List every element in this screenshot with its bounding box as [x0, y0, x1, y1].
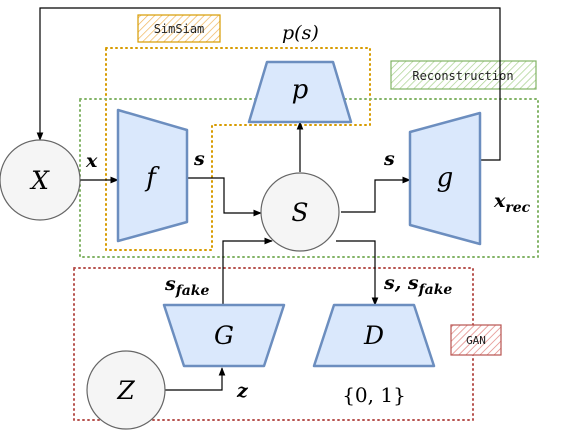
label-x-rec-main: x — [493, 190, 506, 212]
node-Z-label: Z — [116, 376, 135, 405]
label-s-from-f: s — [193, 148, 205, 170]
label-x: x — [85, 150, 98, 172]
simsiam-tag: SimSiam — [137, 14, 221, 43]
node-S: S — [260, 172, 340, 252]
edge-f-to-S — [187, 177, 262, 217]
block-g-decoder: g — [408, 111, 482, 246]
node-Z: Z — [86, 350, 166, 430]
block-G-label: G — [214, 321, 234, 350]
node-X-label: X — [29, 166, 50, 195]
reconstruction-label: Reconstruction — [412, 69, 513, 83]
block-G-generator: G — [162, 303, 286, 368]
gan-tag: GAN — [450, 324, 502, 356]
block-D-label: D — [363, 321, 384, 350]
label-s-fake-sub: fake — [175, 283, 210, 299]
edge-S-to-g — [341, 176, 411, 213]
reconstruction-tag: Reconstruction — [390, 60, 537, 90]
block-g-label: g — [437, 163, 454, 193]
simsiam-label: SimSiam — [154, 22, 205, 36]
label-d-output: {0, 1} — [342, 383, 406, 407]
label-s-to-g: s — [383, 148, 395, 170]
node-X: X — [0, 139, 81, 221]
simsiam-group-boundary — [105, 47, 371, 251]
label-x-rec: xrec — [493, 190, 531, 216]
block-p-label: p — [292, 75, 309, 105]
block-f-encoder: f — [116, 108, 189, 243]
block-p-predictor: p — [247, 60, 353, 124]
node-S-label: S — [291, 198, 308, 227]
edge-g-to-X — [36, 7, 501, 161]
gan-label: GAN — [466, 334, 486, 347]
edge-S-to-D — [336, 240, 379, 306]
label-s-sfake-prefix: s, s — [383, 272, 419, 294]
label-s-sfake-sub: fake — [418, 282, 453, 298]
edge-Z-to-G — [165, 367, 226, 391]
edge-G-to-S — [222, 237, 273, 305]
label-s-fake-main: s — [164, 273, 176, 295]
label-p-of-s: p(s) — [282, 22, 319, 44]
label-z: z — [236, 380, 249, 402]
label-x-rec-sub: rec — [505, 200, 530, 216]
label-s-fake: sfake — [164, 273, 209, 299]
label-s-sfake: s, sfake — [383, 272, 452, 298]
block-D-discriminator: D — [312, 303, 436, 368]
